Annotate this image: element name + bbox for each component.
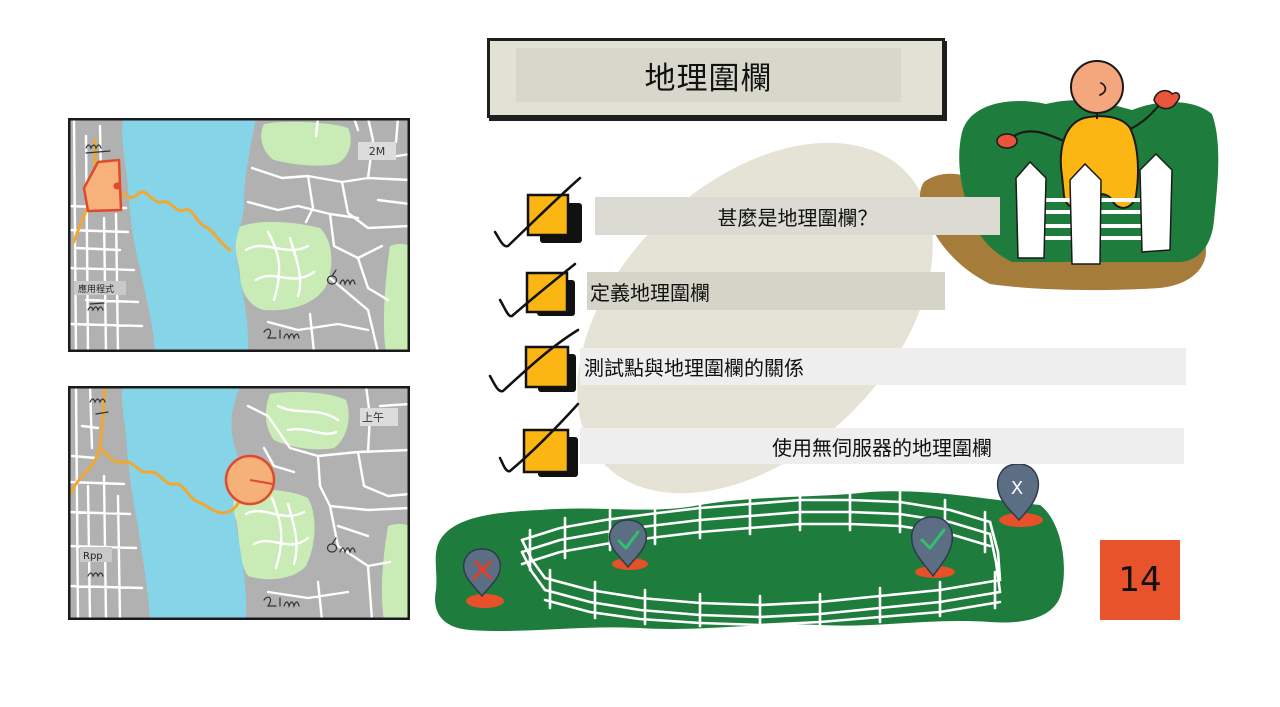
checked-checkbox-icon xyxy=(493,176,582,248)
pin-base xyxy=(466,594,504,608)
location-pin-cross-icon xyxy=(462,548,504,608)
check-icon xyxy=(920,528,946,550)
map-border xyxy=(68,386,410,620)
handwritten-scribble xyxy=(85,144,356,341)
location-pin-check-icon xyxy=(910,516,955,578)
handwritten-scribble xyxy=(87,398,356,609)
fence-picket xyxy=(1015,160,1047,259)
pin-body xyxy=(996,463,1040,522)
route-road xyxy=(68,386,107,496)
map-side-label: Rpp xyxy=(83,551,103,562)
fence-picket xyxy=(1139,152,1173,253)
route-path xyxy=(115,184,232,252)
checkbox-square xyxy=(524,345,570,389)
circle-geofence-icon xyxy=(224,454,276,506)
pin-body xyxy=(462,548,502,598)
left-arm xyxy=(1012,130,1068,144)
map-side-label: 應用程式 xyxy=(78,283,114,295)
right-mitten xyxy=(1153,89,1181,110)
water-river xyxy=(122,118,256,352)
fence-front-posts xyxy=(548,568,997,630)
checkmark-icon xyxy=(493,176,582,248)
side-label-box xyxy=(74,281,126,295)
checkmark-icon xyxy=(488,328,580,393)
cross-icon xyxy=(472,560,492,580)
polygon-geofence-icon xyxy=(82,158,123,213)
geofence-radius xyxy=(249,479,274,485)
park-area xyxy=(265,392,349,450)
map-corner-label: 上午 xyxy=(362,411,384,424)
person-sitting-on-fence-icon xyxy=(919,60,1219,291)
fence-side-rails xyxy=(520,520,1002,594)
page-title: 地理圍欄 xyxy=(516,48,901,102)
fence-back-posts xyxy=(528,488,987,572)
park-area xyxy=(383,243,410,352)
checklist-item-label: 甚麼是地理圍欄？ xyxy=(595,197,1000,235)
head xyxy=(1070,60,1124,114)
route-line-icon xyxy=(68,386,242,515)
fence-lines xyxy=(520,488,1002,630)
checked-checkbox-icon xyxy=(498,402,580,477)
park-area xyxy=(381,523,410,620)
pin-label: X xyxy=(1011,478,1023,499)
checked-checkbox-icon xyxy=(498,262,577,318)
map-border xyxy=(68,118,410,352)
water-river xyxy=(121,386,247,620)
lesson-number-badge: 14 xyxy=(1100,540,1180,620)
checkbox-square xyxy=(526,193,570,237)
checkmark-icon xyxy=(498,402,580,473)
route-path xyxy=(98,446,242,515)
checklist-item-label: 使用無伺服器的地理圍欄 xyxy=(580,428,1184,464)
left-mitten xyxy=(996,133,1018,149)
map-corner-label: 2M xyxy=(369,145,386,158)
pin-base xyxy=(999,513,1043,527)
location-pin-icon: X xyxy=(996,463,1043,527)
device-location-dot xyxy=(113,182,121,190)
fenced-area-icon: X xyxy=(435,463,1064,632)
park-area xyxy=(234,221,332,311)
checklist-item-label: 定義地理圍欄 xyxy=(587,272,945,310)
side-label-box xyxy=(80,547,112,562)
park-area xyxy=(261,121,351,166)
checklist-backdrop-ellipse xyxy=(577,142,933,494)
check-icon xyxy=(617,530,640,550)
checkmark-icon xyxy=(498,262,577,318)
checklist-item-label: 測試點與地理圍欄的關係 xyxy=(580,348,1186,385)
face xyxy=(1099,82,1107,96)
checked-checkbox-icon xyxy=(488,328,580,393)
map-polygon-geofence: 2M 應用程式 xyxy=(68,118,410,352)
checkbox-square xyxy=(525,271,569,314)
fence-picket xyxy=(1069,162,1102,265)
map-circle-geofence: 上午 Rpp xyxy=(68,386,410,620)
corner-label-box xyxy=(358,142,396,160)
location-pin-check-icon xyxy=(608,519,648,570)
right-arm xyxy=(1126,102,1162,132)
corner-label-box xyxy=(360,408,398,426)
